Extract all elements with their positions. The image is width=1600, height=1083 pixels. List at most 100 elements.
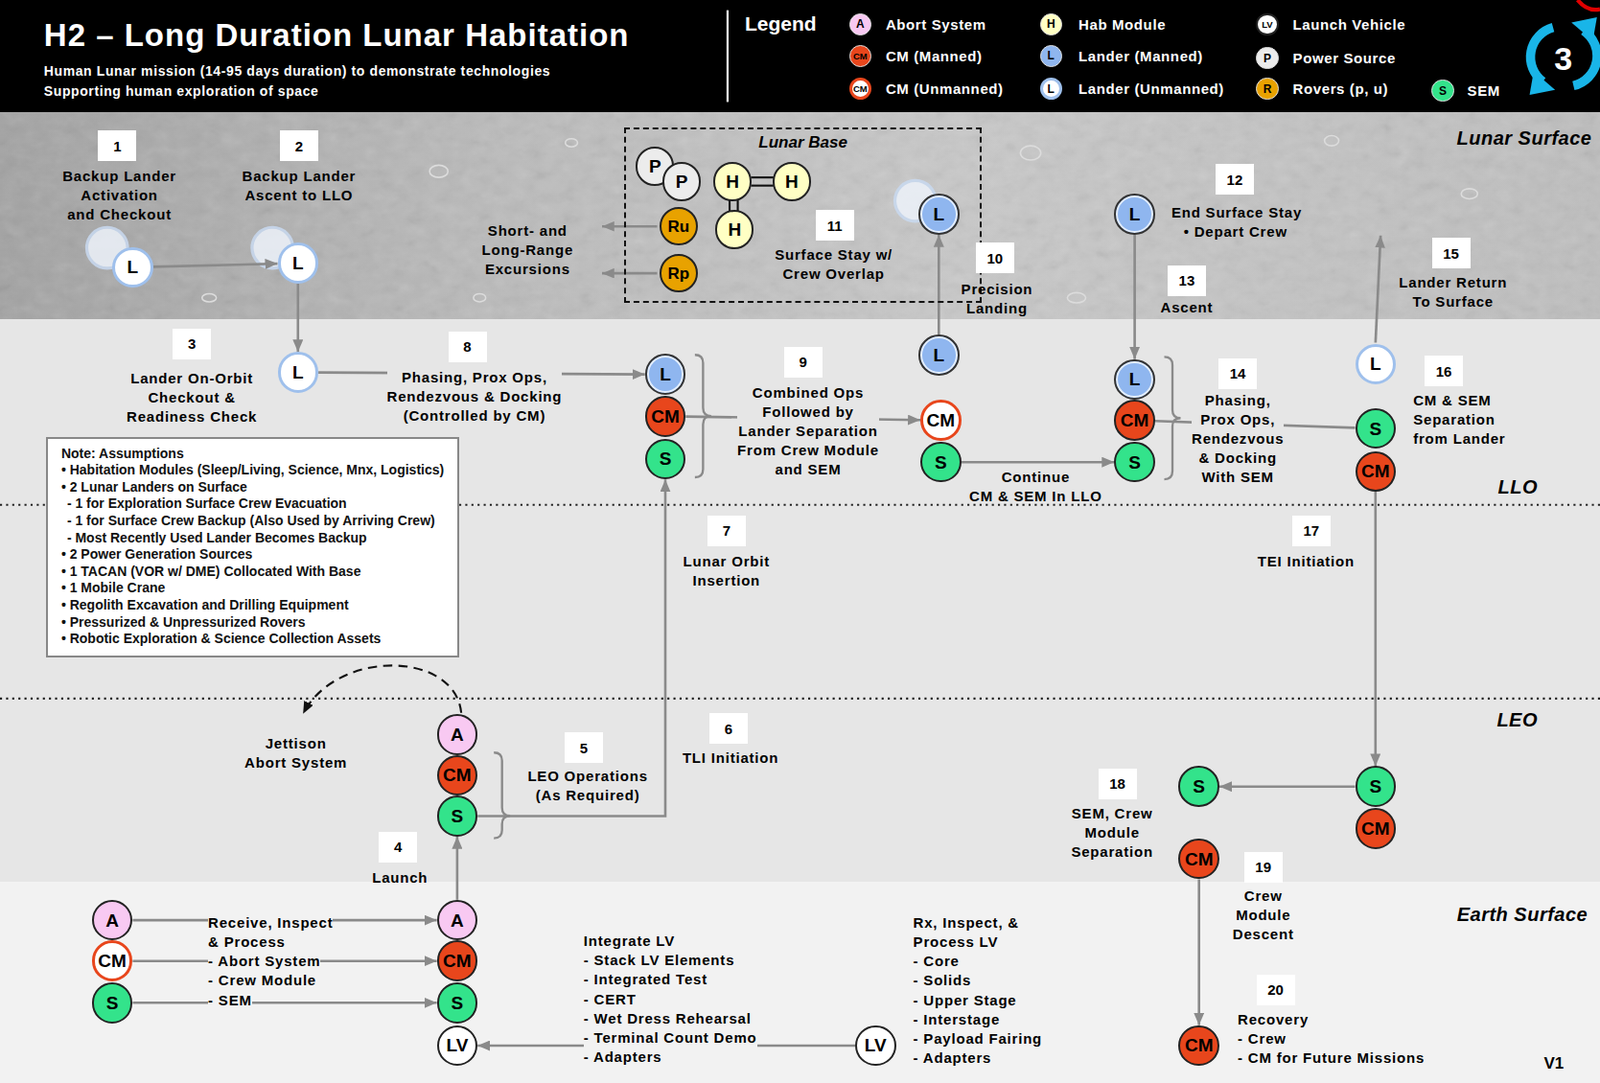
- step-text: Lander Return To Surface: [1398, 273, 1508, 312]
- module-letter: CM: [1120, 411, 1150, 430]
- module-circle: A: [437, 714, 479, 756]
- step-text: Backup Lander Activation and Checkout: [62, 166, 177, 225]
- legend-text: CM (Manned): [885, 47, 983, 66]
- connector: [456, 836, 460, 901]
- module-circle: H: [713, 162, 752, 201]
- note-line: • Robotic Exploration & Science Collecti…: [61, 630, 444, 649]
- swatch-letter: LV: [1261, 20, 1273, 30]
- legend-swatch: CM: [849, 77, 872, 100]
- module-circle: CM: [1178, 1025, 1220, 1067]
- module-circle: S: [1113, 441, 1156, 484]
- legend-swatch: L: [1040, 77, 1063, 100]
- step-text: Launch: [371, 868, 428, 888]
- module-letter: A: [105, 911, 119, 930]
- note-line: • 2 Power Generation Sources: [61, 546, 444, 564]
- module-letter: S: [934, 453, 948, 472]
- module-letter: S: [1128, 453, 1141, 472]
- legend-swatch: LV: [1255, 13, 1278, 36]
- text-line: Phasing,: [1191, 391, 1284, 411]
- text-line: Excursions: [482, 259, 575, 279]
- module-circle: L: [1355, 344, 1397, 386]
- module-letter: LV: [445, 1036, 468, 1055]
- text-line: Rendezvous: [1191, 429, 1284, 449]
- module-letter: L: [292, 254, 304, 273]
- legend-text: CM (Unmanned): [885, 80, 1004, 98]
- module-circle: L: [918, 193, 960, 235]
- band-name: Earth Surface: [1457, 903, 1589, 927]
- module-letter: S: [1368, 777, 1382, 796]
- module-letter: H: [725, 172, 740, 191]
- module-letter: H: [727, 220, 742, 239]
- connector: [1374, 491, 1378, 766]
- swatch-letter: A: [856, 18, 865, 30]
- step-text: - CM for Future Missions: [1237, 1048, 1425, 1068]
- legend-swatch: A: [849, 13, 872, 36]
- module-circle: L: [278, 351, 320, 394]
- text-line: LEO Operations: [527, 766, 648, 787]
- text-line: Followed by: [737, 402, 880, 422]
- text-line: Separation: [1413, 410, 1506, 430]
- text-line: To Surface: [1398, 292, 1508, 312]
- cycle-logo: [1530, 0, 1600, 95]
- step-text: - Adapters: [913, 1048, 993, 1068]
- module-letter: LV: [864, 1036, 887, 1055]
- step-text: End Surface Stay: [1171, 203, 1302, 223]
- step-text: - Interstage: [913, 1010, 1000, 1030]
- module-letter: CM: [927, 411, 956, 430]
- text-line: Process LV: [913, 932, 1020, 952]
- module-circle: L: [1113, 193, 1156, 235]
- legend-swatch: L: [1040, 45, 1063, 68]
- step-text: Rx, Inspect, & Process LV: [913, 913, 1020, 952]
- text-line: Readiness Check: [126, 407, 257, 427]
- connector: [153, 263, 279, 267]
- module-letter: S: [659, 449, 673, 468]
- module-letter: S: [1368, 419, 1382, 439]
- text-line: CM & SEM: [1413, 391, 1506, 411]
- text-line: From Crew Module: [737, 440, 880, 461]
- connector: [1133, 234, 1137, 360]
- callout-number: 2: [279, 130, 319, 162]
- legend-text: Rovers (p, u): [1293, 80, 1389, 98]
- text-line: Module: [1232, 905, 1295, 926]
- module-letter: CM: [442, 951, 472, 971]
- swatch-letter: CM: [853, 84, 868, 94]
- edge-label: Phasing, Prox Ops, Rendezvous & Docking …: [1191, 391, 1284, 487]
- module-letter: CM: [1361, 819, 1391, 838]
- text-line: Human Lunar mission (14-95 days duration…: [44, 61, 551, 82]
- callout-number: 1: [97, 130, 137, 162]
- text-line: Crew Overlap: [774, 264, 893, 284]
- module-circle: Ru: [659, 207, 698, 246]
- module-circle: CM: [1113, 399, 1156, 441]
- module-circle: S: [1355, 765, 1397, 808]
- module-circle: Rp: [659, 254, 698, 293]
- module-circle: CM: [437, 755, 479, 797]
- module-letter: L: [127, 257, 140, 277]
- callout-number: 3: [172, 328, 211, 360]
- craters: [202, 136, 1479, 304]
- callout-number: 16: [1424, 355, 1463, 387]
- module-letter: S: [1192, 777, 1206, 796]
- text-line: Lander Separation: [737, 421, 880, 441]
- leader-arrow: [602, 226, 1381, 343]
- edge-label: Continue CM & SEM In LLO: [969, 467, 1103, 507]
- step-text: - Integrated Test: [583, 970, 708, 990]
- step-text: - CERT: [583, 990, 637, 1010]
- module-letter: A: [450, 725, 464, 744]
- band-name: LEO: [1496, 708, 1538, 732]
- note-line: - Most Recently Used Lander Becomes Back…: [67, 530, 444, 548]
- legend-swatch: H: [1040, 13, 1063, 36]
- legend-text: Hab Module: [1078, 16, 1166, 34]
- module-letter: L: [1129, 370, 1141, 389]
- module-circle: LV: [855, 1025, 897, 1067]
- step-text: Backup Lander Ascent to LLO: [242, 166, 357, 206]
- text-line: Long-Range: [482, 240, 575, 260]
- step-text: Jettison Abort System: [244, 734, 348, 773]
- text-line: Insertion: [683, 571, 770, 591]
- edge-label: Combined Ops Followed by Lander Separati…: [737, 383, 880, 480]
- module-circle: S: [920, 441, 962, 484]
- text-line: Descent: [1232, 925, 1295, 945]
- step-text: - Wet Dress Rehearsal: [583, 1009, 752, 1029]
- callout-number: 7: [707, 515, 746, 547]
- step-text: TLI Initiation: [682, 748, 779, 768]
- band-divider: [0, 697, 1600, 700]
